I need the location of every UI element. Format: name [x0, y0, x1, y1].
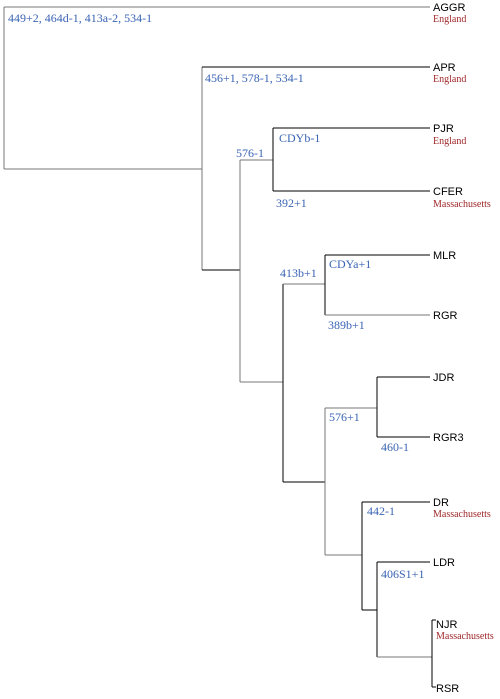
- tip-name-dr: DR: [433, 497, 449, 509]
- tip-location-dr: Massachusetts: [433, 509, 491, 520]
- mutation-label-mlr-branch: CDYa+1: [329, 257, 371, 271]
- mutation-label-apr-branch: 456+1, 578-1, 534-1: [205, 71, 304, 85]
- mutation-label-node-e: 413b+1: [280, 266, 317, 280]
- mutation-label-node-c: 576-1: [236, 146, 264, 160]
- tip-name-rgr: RGR: [433, 310, 458, 322]
- mutation-label-cfer-branch: 392+1: [276, 196, 307, 210]
- tip-location-cfer: Massachusetts: [433, 199, 491, 210]
- mutation-label-pjr-branch: CDYb-1: [279, 131, 320, 145]
- mutation-label-rgr3-branch: 460-1: [381, 440, 409, 454]
- tip-name-ldr: LDR: [433, 557, 455, 569]
- tip-name-rgr3: RGR3: [433, 432, 464, 444]
- tip-name-apr: APR: [433, 62, 456, 74]
- mutation-labels: 449+2, 464d-1, 413a-2, 534-1 456+1, 578-…: [8, 11, 424, 581]
- tree-branches: [3, 6, 436, 688]
- mutation-label-node-i: 406S1+1: [381, 567, 424, 581]
- mutation-label-root: 449+2, 464d-1, 413a-2, 534-1: [8, 11, 152, 25]
- tip-location-pjr: England: [433, 136, 466, 147]
- tip-location-aggr: England: [433, 14, 466, 25]
- tip-name-jdr: JDR: [433, 372, 454, 384]
- tip-name-rsr: RSR: [436, 683, 459, 695]
- mutation-label-rgr-branch: 389b+1: [328, 318, 365, 332]
- tip-name-mlr: MLR: [433, 250, 456, 262]
- tip-labels: AGGR England APR England PJR England CFE…: [433, 2, 494, 695]
- tip-name-aggr: AGGR: [433, 2, 465, 14]
- tip-name-cfer: CFER: [433, 186, 463, 198]
- tip-location-apr: England: [433, 74, 466, 85]
- tip-name-pjr: PJR: [433, 123, 454, 135]
- tip-location-njr: Massachusetts: [436, 631, 494, 642]
- mutation-label-node-g: 576+1: [329, 410, 360, 424]
- mutation-label-dr-branch: 442-1: [367, 504, 395, 518]
- tip-name-njr: NJR: [436, 619, 457, 631]
